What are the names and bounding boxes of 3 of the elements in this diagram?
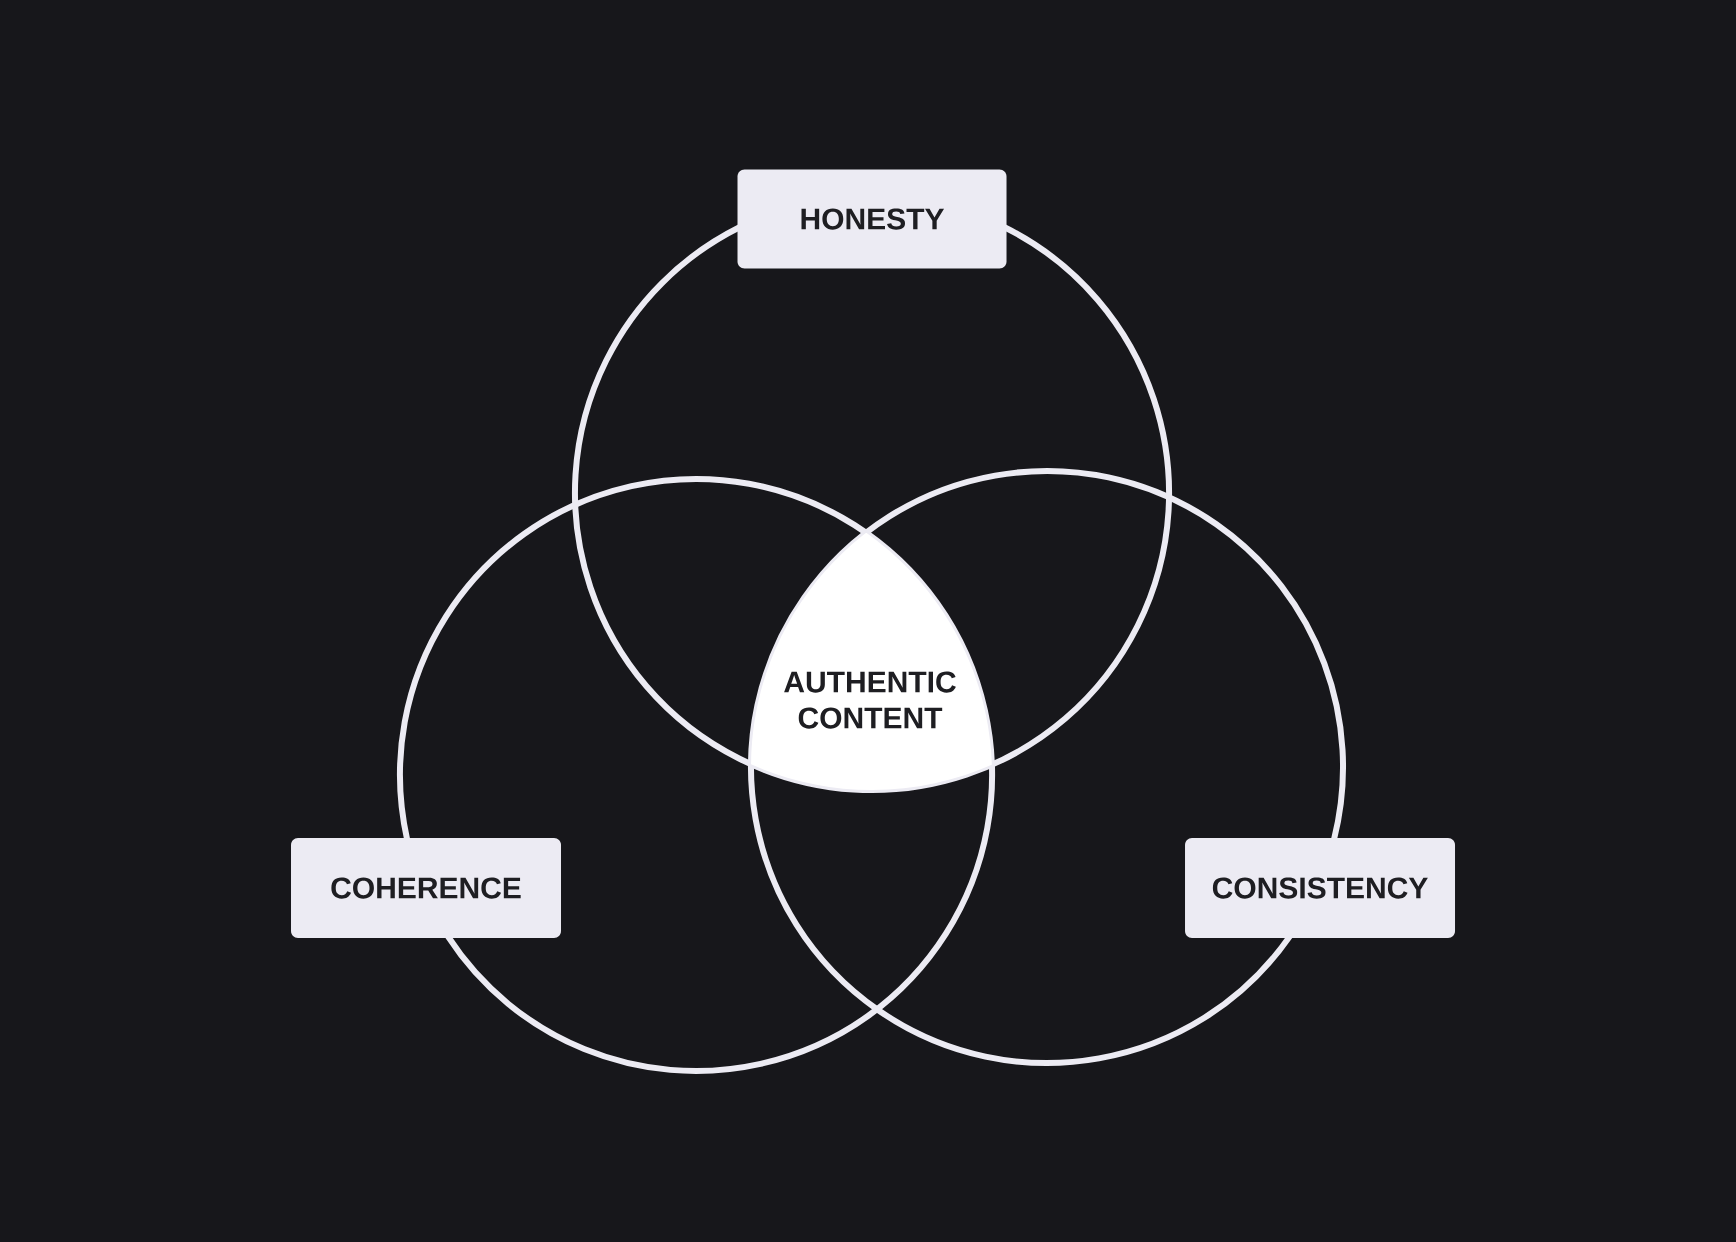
label-box: COHERENCE xyxy=(291,838,561,938)
label-box: HONESTY xyxy=(737,169,1007,269)
label-box: CONSISTENCY xyxy=(1185,838,1455,938)
